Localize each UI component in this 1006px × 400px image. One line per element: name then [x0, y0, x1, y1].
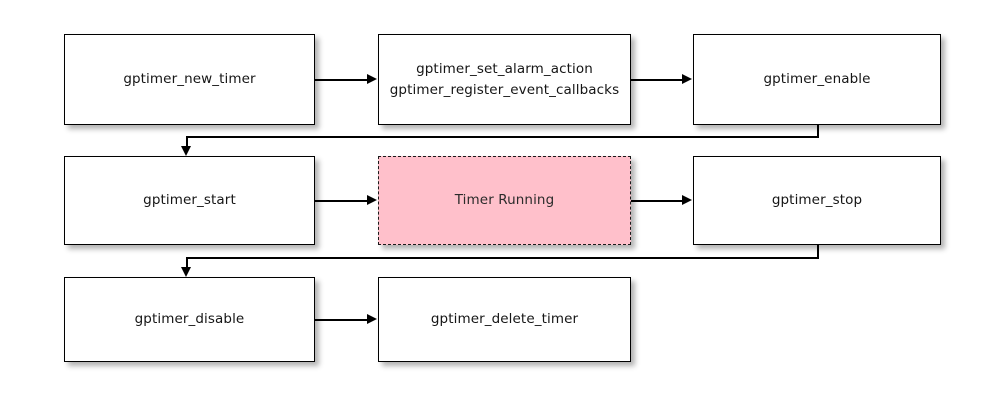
edge-start-to-running	[315, 200, 368, 202]
edge-new-timer-to-set-alarm	[315, 79, 368, 81]
node-label: Timer Running	[454, 192, 555, 209]
edge-enable-to-start-vertical	[186, 136, 188, 148]
edge-stop-to-disable-horizontal	[186, 257, 819, 259]
node-label: gptimer_stop	[771, 192, 863, 209]
edge-running-to-stop	[631, 200, 683, 202]
arrowhead-to-running	[367, 195, 377, 205]
node-label: gptimer_start	[143, 192, 236, 209]
arrowhead-to-stop	[682, 195, 692, 205]
edge-enable-drop	[817, 125, 819, 138]
node-gptimer-set-alarm-action[interactable]: gptimer_set_alarm_action gptimer_registe…	[378, 34, 631, 125]
node-gptimer-start[interactable]: gptimer_start	[64, 156, 315, 245]
arrowhead-to-set-alarm	[367, 74, 377, 84]
edge-enable-to-start-horizontal	[186, 136, 819, 138]
edge-set-alarm-to-enable	[631, 79, 683, 81]
arrowhead-to-enable	[682, 74, 692, 84]
edge-stop-to-disable-vertical	[186, 257, 188, 269]
arrowhead-to-start	[181, 146, 191, 156]
node-label: gptimer_set_alarm_action gptimer_registe…	[389, 60, 620, 98]
edge-disable-to-delete-timer	[315, 319, 368, 321]
node-label: gptimer_enable	[763, 71, 871, 88]
edge-stop-drop	[817, 245, 819, 258]
arrowhead-to-disable	[181, 267, 191, 277]
node-gptimer-delete-timer[interactable]: gptimer_delete_timer	[378, 277, 631, 362]
node-timer-running[interactable]: Timer Running	[378, 156, 631, 245]
node-gptimer-enable[interactable]: gptimer_enable	[693, 34, 941, 125]
arrowhead-to-delete-timer	[367, 314, 377, 324]
node-gptimer-disable[interactable]: gptimer_disable	[64, 277, 315, 362]
node-label: gptimer_disable	[134, 311, 245, 328]
node-gptimer-stop[interactable]: gptimer_stop	[693, 156, 941, 245]
node-label: gptimer_delete_timer	[430, 311, 579, 328]
node-gptimer-new-timer[interactable]: gptimer_new_timer	[64, 34, 315, 125]
node-label: gptimer_new_timer	[123, 71, 256, 88]
